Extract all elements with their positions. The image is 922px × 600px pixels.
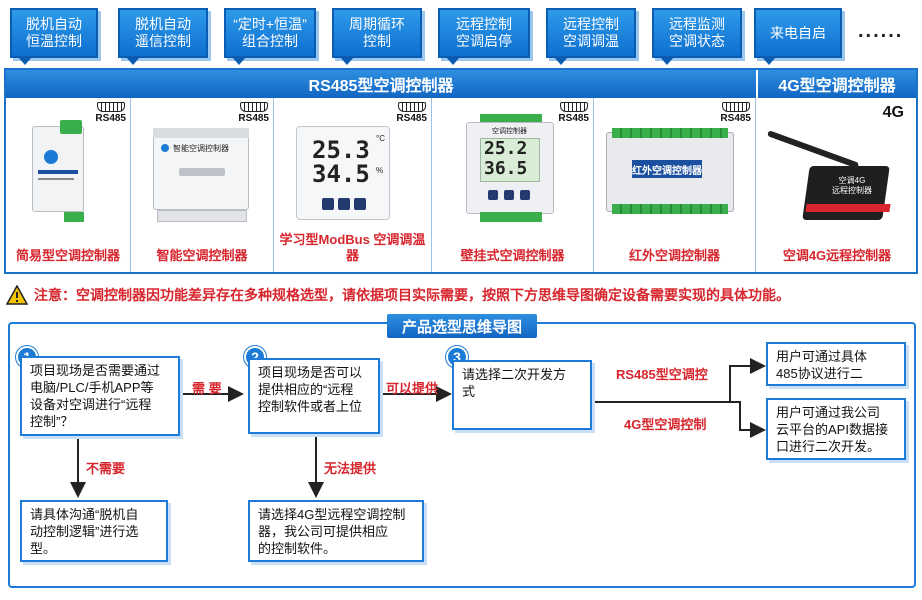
- smart-controller-image: 智能空调控制器: [153, 128, 253, 224]
- feature-tag: 远程控制 空调调温: [546, 8, 636, 65]
- need-label: 需 要: [192, 381, 222, 396]
- product-name: 智能空调控制器: [156, 248, 248, 263]
- feature-tag: 周期循环 控制: [332, 8, 422, 65]
- product-name: 学习型ModBus 空调调温器: [279, 232, 426, 263]
- feature-tag: 脱机自动 恒温控制: [10, 8, 98, 65]
- warning-icon: [5, 284, 29, 305]
- feature-tags: 脱机自动 恒温控制 脱机自动 遥信控制 “定时+恒温” 组合控制 周期循环 控制…: [0, 0, 922, 65]
- step-2-question-box: 项目现场是否可以 提供相应的“远程 控制软件或者上位: [248, 358, 380, 434]
- product-cell: RS485 智能空调控制器 智能空调控制器: [131, 98, 274, 272]
- notice-text: 注意：空调控制器因功能差异存在多种规格选型，请依据项目实际需要，按照下方思维导图…: [34, 287, 790, 303]
- product-name: 简易型空调控制器: [15, 248, 120, 263]
- g4-header: 4G型空调控制器: [758, 70, 916, 98]
- product-cell: RS485 简易型空调控制器: [6, 98, 131, 272]
- g4-result-box: 用户可通过我公司 云平台的API数据接 口进行二次开发。: [766, 398, 906, 460]
- mindmap-title: 产品选型思维导图: [387, 314, 537, 338]
- rs485-port-icon: RS485: [95, 102, 126, 124]
- rs485-port-icon: RS485: [558, 102, 589, 124]
- learning-thermostat-image: 25.3 °C 34.5 %: [296, 126, 392, 222]
- product-table: RS485型空调控制器 4G型空调控制器 RS485 简易型空调控制器 RS48…: [4, 68, 918, 274]
- product-cell: 4G 空调4G 远程控制器 空调4G远程控制器: [758, 98, 916, 272]
- rs485-port-icon: RS485: [396, 102, 427, 124]
- infrared-controller-image: 红外空调控制器: [606, 128, 736, 218]
- g4-remote-controller-image: 空调4G 远程控制器: [762, 108, 910, 226]
- product-name: 空调4G远程控制器: [782, 248, 892, 263]
- feature-tag: 远程监测 空调状态: [652, 8, 742, 65]
- feature-tag: “定时+恒温” 组合控制: [224, 8, 316, 65]
- can-provide-label: 可以提供: [386, 381, 439, 396]
- feature-tag: 脱机自动 遥信控制: [118, 8, 208, 65]
- product-cell: RS485 空调控制器 25.2 36.5 壁挂式空调控制器: [432, 98, 594, 272]
- wall-mounted-controller-image: 空调控制器 25.2 36.5: [462, 114, 558, 224]
- rs485-port-icon: RS485: [720, 102, 751, 124]
- g4-badge: 4G: [882, 104, 904, 121]
- product-name: 红外空调控制器: [628, 248, 720, 263]
- feature-tag: 来电自启: [754, 8, 842, 65]
- rs485-result-box: 用户可通过具体 485协议进行二: [766, 342, 906, 386]
- no-need-label: 不需要: [86, 461, 126, 476]
- rs485-port-icon: RS485: [238, 102, 269, 124]
- more-features-ellipsis: ......: [858, 20, 904, 42]
- cannot-provide-result-box: 请选择4G型远程空调控制 器，我公司可提供相应 的控制软件。: [248, 500, 424, 562]
- g4-branch-label: 4G型空调控制: [624, 417, 707, 432]
- cannot-provide-label: 无法提供: [324, 461, 377, 476]
- product-cell: RS485 红外空调控制器 红外空调控制器: [594, 98, 756, 272]
- simple-controller-image: [30, 120, 88, 222]
- product-name: 壁挂式空调控制器: [460, 248, 565, 263]
- rs485-branch-label: RS485型空调控: [616, 367, 708, 382]
- step-3-question-box: 请选择二次开发方 式: [452, 360, 592, 430]
- step-1-question-box: 项目现场是否需要通过 电脑/PLC/手机APP等 设备对空调进行“远程 控制”？: [20, 356, 180, 436]
- no-need-result-box: 请具体沟通“脱机自 动控制逻辑”进行选 型。: [20, 500, 168, 562]
- feature-tag: 远程控制 空调启停: [438, 8, 530, 65]
- notice-bar: 注意：空调控制器因功能差异存在多种规格选型，请依据项目实际需要，按照下方思维导图…: [5, 284, 918, 306]
- rs485-header: RS485型空调控制器: [6, 70, 756, 98]
- product-cell: RS485 25.3 °C 34.5 % 学习型ModBus 空调调温器: [274, 98, 432, 272]
